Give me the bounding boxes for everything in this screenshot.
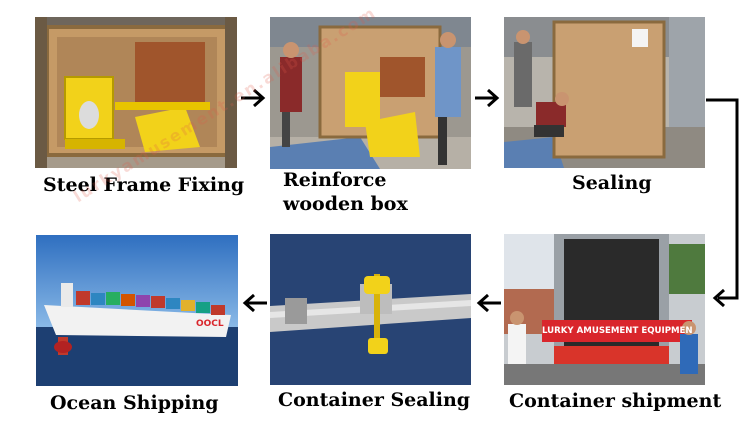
photo-steel-frame-fixing [35, 17, 237, 168]
step-label: Steel Frame Fixing [43, 174, 245, 196]
arrow-right-icon [475, 88, 500, 108]
step-label: Reinforce wooden box [283, 169, 408, 215]
arrow-left-icon [242, 293, 267, 313]
step-label: Container Sealing [278, 389, 471, 411]
arrow-left-icon [476, 293, 501, 313]
photo-container-shipment: LURKY AMUSEMENT EQUIPMENT [504, 234, 705, 385]
banner-text: LURKY AMUSEMENT EQUIPMENT [542, 326, 692, 336]
ship-hull-text: OOCL [196, 319, 224, 329]
step-label: Sealing [572, 172, 652, 194]
photo-reinforce-wooden-box [270, 17, 471, 169]
arrow-right-icon [241, 88, 266, 108]
arrow-down-left-connector-icon [706, 98, 739, 308]
photo-ocean-shipping: OOCL [36, 235, 238, 386]
photo-container-sealing [270, 234, 471, 385]
step-label: Ocean Shipping [50, 392, 219, 414]
step-label: Container shipment [509, 390, 722, 412]
photo-sealing [504, 17, 705, 168]
